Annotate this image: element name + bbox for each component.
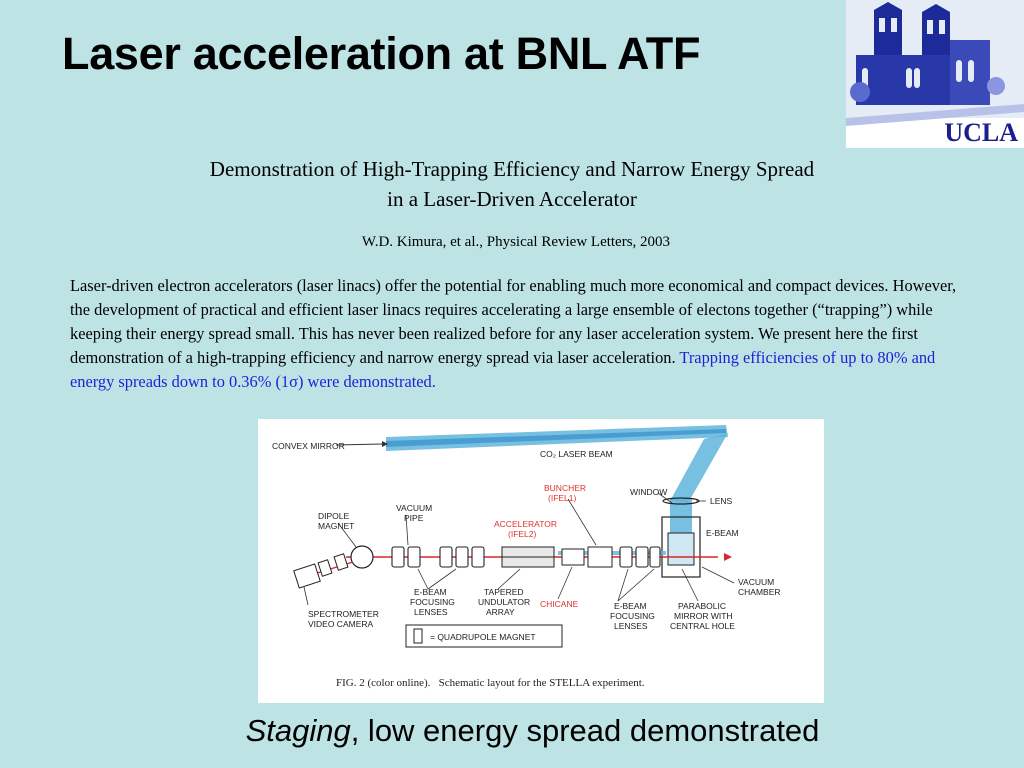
slide-title: Laser acceleration at BNL ATF (62, 28, 701, 79)
label-tapered-3: ARRAY (486, 607, 515, 617)
label-ebeam-focus-2: FOCUSING (410, 597, 455, 607)
label-parabolic-2: MIRROR WITH (674, 611, 733, 621)
quadrupole-magnets-right (619, 546, 661, 568)
legend-box (405, 624, 563, 648)
paper-title-line2: in a Laser-Driven Accelerator (387, 187, 637, 211)
label-vacuum-chamber-1: VACUUM (738, 577, 774, 587)
paper-title-line1: Demonstration of High-Trapping Efficienc… (209, 157, 815, 181)
label-ebeam-focus-b-3: LENSES (614, 621, 648, 631)
label-accelerator: ACCELERATOR (494, 519, 557, 529)
abstract-highlight: Trapping efficiencies of up to 80% and e… (70, 348, 936, 391)
label-spectrometer-2: VIDEO CAMERA (308, 619, 374, 629)
label-vacuum-pipe-1: VACUUM (396, 503, 432, 513)
abstract: Laser-driven electron accelerators (lase… (70, 274, 960, 394)
stella-schematic: CONVEX MIRROR CO₂ LASER BEAM BUNCHER (IF… (272, 425, 781, 648)
label-buncher: BUNCHER (544, 483, 586, 493)
label-tapered-1: TAPERED (484, 587, 524, 597)
quadrupole-magnets-left (391, 546, 485, 568)
label-ebeam-focus-1: E-BEAM (414, 587, 447, 597)
label-ebeam-focus-3: LENSES (414, 607, 448, 617)
label-co2-beam: CO₂ LASER BEAM (540, 449, 613, 459)
stella-schematic-figure: CONVEX MIRROR CO₂ LASER BEAM BUNCHER (IF… (258, 419, 824, 703)
label-buncher-sub: (IFEL1) (548, 493, 577, 503)
label-vacuum-pipe-2: PIPE (404, 513, 424, 523)
label-parabolic-3: CENTRAL HOLE (670, 621, 735, 631)
label-ebeam-focus-b-1: E-BEAM (614, 601, 647, 611)
chicane (561, 548, 585, 566)
buncher-ifel1 (587, 546, 613, 568)
co2-laser-beam-diagonal (670, 433, 728, 503)
label-convex-mirror: CONVEX MIRROR (272, 441, 345, 451)
label-spectrometer-1: SPECTROMETER (308, 609, 379, 619)
label-legend: = QUADRUPOLE MAGNET (430, 632, 536, 642)
bottom-statement: Staging, low energy spread demonstrated (0, 713, 1024, 749)
label-vacuum-chamber-2: CHAMBER (738, 587, 781, 597)
figure-caption: FIG. 2 (color online). Schematic layout … (336, 677, 645, 689)
label-ebeam: E-BEAM (706, 528, 739, 538)
royce-hall-icon (846, 0, 1024, 148)
label-accelerator-sub: (IFEL2) (508, 529, 537, 539)
label-ebeam-focus-b-2: FOCUSING (610, 611, 655, 621)
label-parabolic-1: PARABOLIC (678, 601, 726, 611)
label-chicane: CHICANE (540, 599, 579, 609)
label-dipole-1: DIPOLE (318, 511, 350, 521)
ucla-logo: UCLA (846, 0, 1024, 148)
dipole-magnet (350, 545, 374, 569)
citation: W.D. Kimura, et al., Physical Review Let… (361, 234, 671, 250)
label-window: WINDOW (630, 487, 667, 497)
accelerator-ifel2 (501, 546, 555, 558)
label-dipole-2: MAGNET (318, 521, 354, 531)
ucla-logo-text: UCLA (944, 118, 1018, 147)
spectrometer-camera (293, 563, 321, 589)
abstract-text: Laser-driven electron accelerators (lase… (70, 276, 957, 367)
bottom-italic: Staging (245, 713, 351, 748)
paper-title: Demonstration of High-Trapping Efficienc… (0, 154, 1024, 214)
label-lens: LENS (710, 496, 733, 506)
bottom-rest: , low energy spread demonstrated (350, 713, 820, 748)
vacuum-chamber (661, 516, 701, 578)
label-tapered-2: UNDULATOR (478, 597, 530, 607)
